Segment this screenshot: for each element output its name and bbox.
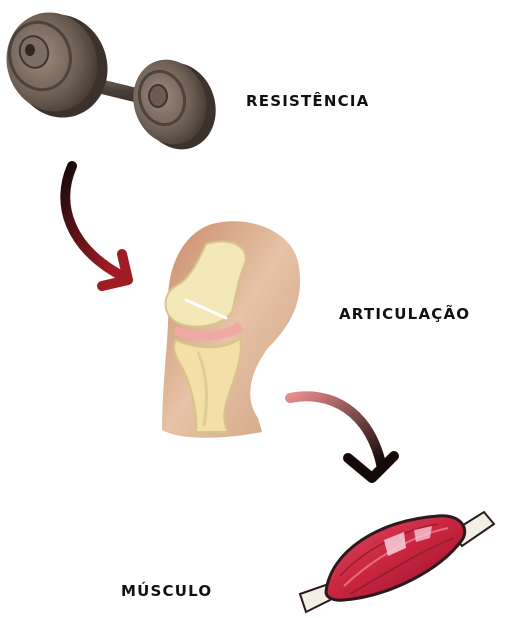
muscle-icon [300, 512, 494, 612]
label-muscle: MÚSCULO [121, 582, 212, 600]
knee-joint-icon [162, 221, 300, 438]
curved-arrow-icon [65, 166, 128, 286]
label-resistance: RESISTÊNCIA [246, 92, 369, 110]
label-joint: ARTICULAÇÃO [339, 305, 470, 323]
curved-arrow-icon [290, 396, 394, 478]
dumbbell-icon [0, 1, 227, 160]
